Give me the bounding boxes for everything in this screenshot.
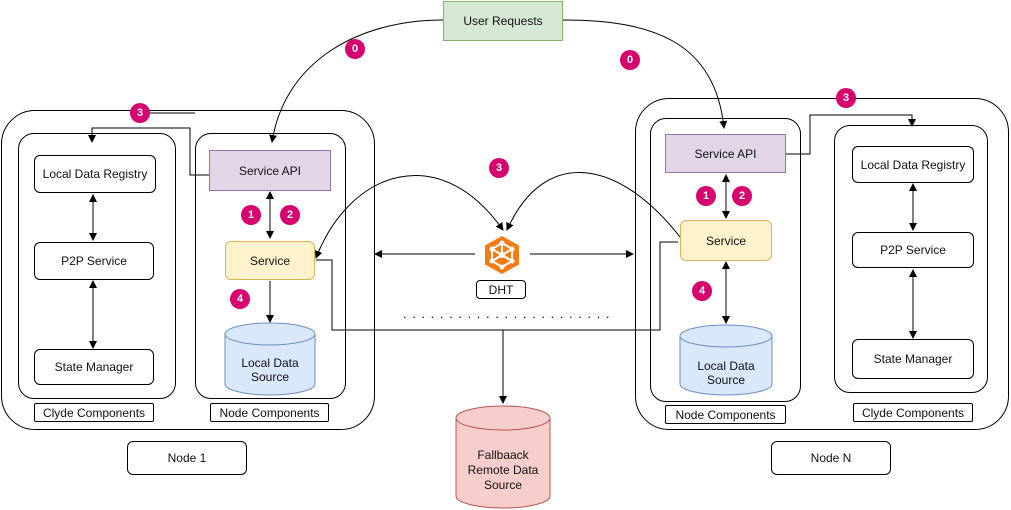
local-source-cylinder-nodeN (679, 324, 773, 396)
badge-1-node1: 1 (241, 205, 261, 225)
nodeN-clyde-panel (834, 125, 988, 393)
dht-label: DHT (476, 280, 526, 299)
node1-local-data-registry: Local Data Registry (34, 155, 156, 193)
fallback-link (316, 241, 678, 331)
node1-clyde-panel (18, 133, 176, 399)
node1-clyde-caption: Clyde Components (34, 403, 154, 422)
nodeN-clyde-caption: Clyde Components (853, 403, 973, 422)
node1-p2p-service: P2P Service (34, 242, 154, 280)
nodeN-state-manager: State Manager (852, 339, 974, 379)
badge-0-left: 0 (345, 39, 365, 59)
node1-state-manager: State Manager (34, 349, 154, 385)
dht-curve-nodeN (506, 171, 681, 238)
nodeN-node-panel (650, 118, 801, 402)
node1-local-data-source-label: Local Data Source (241, 356, 299, 384)
nodeN-p2p-service: P2P Service (852, 232, 974, 268)
dotted-separator: . . . . . . . . . . . . . . . . . . . . … (403, 306, 611, 321)
node1-service: Service (225, 241, 315, 280)
nodeN-container (635, 98, 1009, 430)
fallback-cylinder (455, 405, 551, 509)
badge-2-node1: 2 (280, 205, 300, 225)
badge-1-nodeN: 1 (696, 186, 716, 206)
clyde-link-nodeN (786, 114, 916, 155)
badge-2-nodeN: 2 (732, 186, 752, 206)
fallback-remote-data-source-label: Fallbaack Remote Data Source (467, 448, 539, 492)
nodeN-service: Service (680, 220, 772, 261)
nodeN-local-data-source-label: Local Data Source (697, 359, 755, 387)
badge-3-node1: 3 (130, 103, 150, 123)
nodeN-local-data-registry: Local Data Registry (852, 146, 974, 183)
badge-3-nodeN: 3 (836, 88, 856, 108)
node1-node-panel (195, 133, 346, 399)
local-source-cylinder-node1 (224, 322, 316, 396)
node1-title: Node 1 (127, 441, 247, 475)
user-requests-box: User Requests (443, 1, 563, 41)
dht-curve-node1 (314, 175, 504, 259)
request-arrow-node1 (269, 19, 444, 143)
badge-3-center: 3 (489, 158, 509, 178)
node1-container (1, 110, 375, 430)
clyde-link-node1 (88, 127, 210, 176)
dht-network-icon (485, 236, 519, 274)
badge-4-nodeN: 4 (692, 281, 712, 301)
node1-service-api: Service API (209, 150, 331, 191)
nodeN-service-api: Service API (665, 134, 786, 173)
nodeN-title: Node N (771, 441, 891, 475)
node1-node-caption: Node Components (210, 403, 329, 422)
badge-4-node1: 4 (230, 289, 250, 309)
nodeN-node-caption: Node Components (665, 405, 786, 424)
badge-0-right: 0 (620, 50, 640, 70)
